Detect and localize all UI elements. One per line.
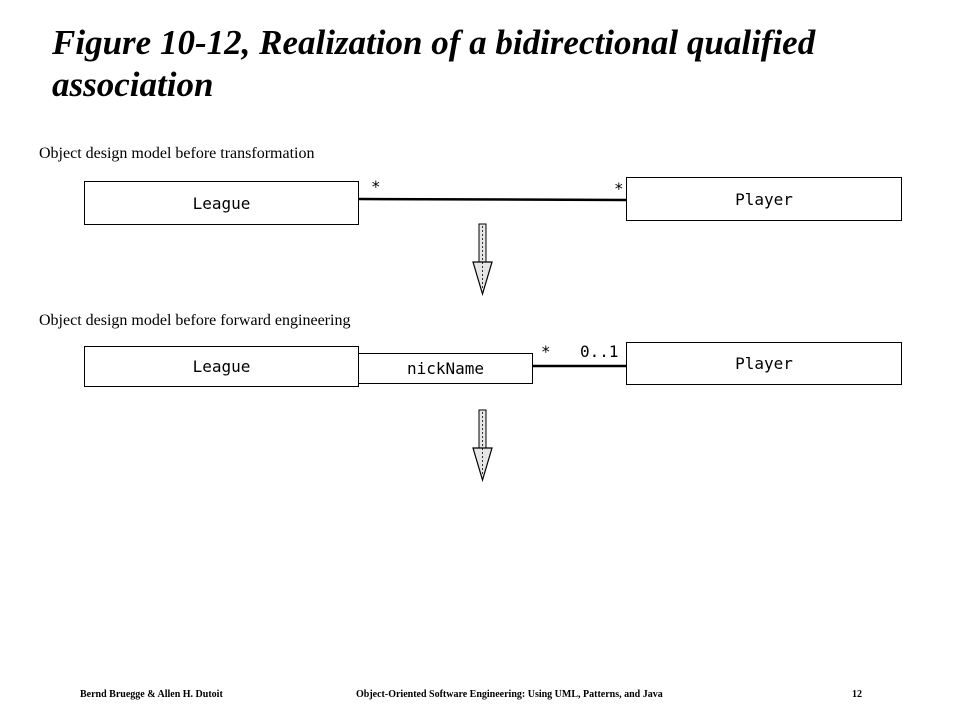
player-end-multiplicity: 0..1 bbox=[580, 342, 619, 361]
page-number: 12 bbox=[852, 689, 862, 700]
player-end-multiplicity: * bbox=[614, 179, 624, 198]
qualifier-end-multiplicity: * bbox=[541, 342, 551, 361]
league-class-box: League bbox=[84, 181, 359, 225]
footer-book-title: Object-Oriented Software Engineering: Us… bbox=[356, 689, 663, 700]
caption-before-forward-engineering: Object design model before forward engin… bbox=[39, 312, 351, 329]
footer-authors: Bernd Bruegge & Allen H. Dutoit bbox=[80, 689, 223, 700]
qualifier-box: nickName bbox=[358, 353, 533, 384]
slide-title: Figure 10-12, Realization of a bidirecti… bbox=[52, 23, 816, 104]
caption-before-transformation: Object design model before transformatio… bbox=[39, 145, 315, 162]
association-line bbox=[358, 197, 627, 202]
player-class-name: Player bbox=[735, 354, 793, 373]
forward-engineering-arrow-down bbox=[472, 409, 493, 483]
league-class-name: League bbox=[192, 193, 251, 213]
league-end-multiplicity: * bbox=[371, 177, 381, 196]
league-class-name: League bbox=[192, 357, 251, 376]
player-class-box: Player bbox=[626, 177, 902, 221]
player-class-box-qualified: Player bbox=[626, 342, 902, 385]
league-class-box-qualified: League bbox=[84, 346, 359, 387]
qualifier-name: nickName bbox=[406, 359, 485, 378]
player-class-name: Player bbox=[735, 189, 793, 209]
transformation-arrow-down bbox=[472, 223, 493, 297]
